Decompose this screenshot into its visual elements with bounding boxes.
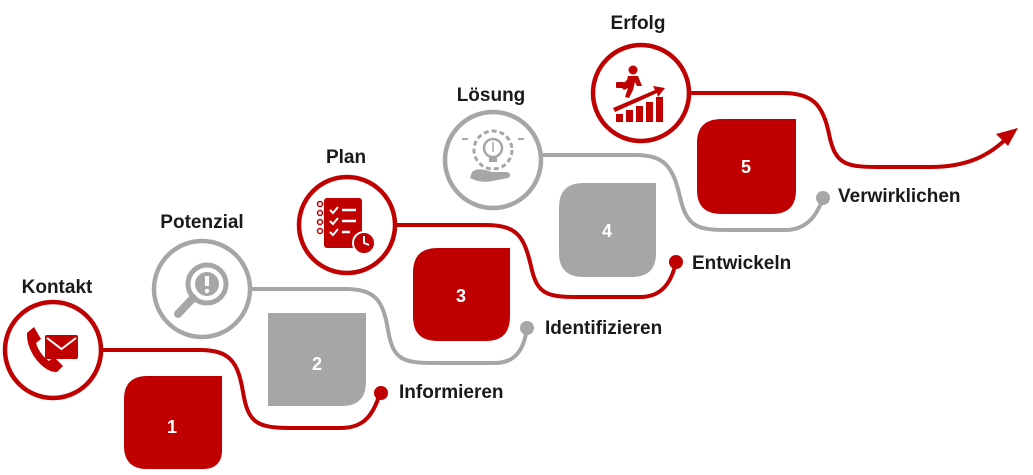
- step-icon-4: [442, 109, 544, 211]
- step-number-1: 1: [167, 417, 177, 437]
- step-shape-1: [124, 376, 222, 469]
- step-title-1: Kontakt: [22, 277, 93, 298]
- phone-mail-icon: [26, 327, 78, 373]
- step-number-5: 5: [741, 157, 751, 177]
- magnifier-alert-icon: [174, 262, 229, 318]
- step-number-2: 2: [312, 354, 322, 374]
- step-title-2: Potenzial: [160, 212, 243, 233]
- step-number-3: 3: [456, 286, 466, 306]
- step-shape-4: [559, 183, 656, 277]
- step-shape-3: [413, 248, 510, 341]
- step-shape-2: [268, 313, 366, 406]
- end-dot-4: [816, 191, 830, 205]
- connector-path-1: [103, 348, 382, 430]
- step-action-4: Verwirklichen: [838, 186, 961, 207]
- checklist-clock-icon: [316, 198, 376, 255]
- step-action-1: Informieren: [399, 382, 504, 403]
- end-dot-3: [669, 255, 683, 269]
- end-dot-2: [520, 321, 534, 335]
- step-title-4: Lösung: [457, 85, 526, 106]
- step-shape-5: [697, 119, 796, 214]
- step-title-3: Plan: [326, 147, 366, 168]
- step-icon-5: [590, 42, 692, 144]
- step-number-4: 4: [602, 221, 612, 241]
- lightbulb-gear-icon: [462, 129, 524, 182]
- success-growth-icon: [613, 65, 665, 122]
- connector-path-5: [691, 91, 1010, 169]
- step-title-5: Erfolg: [611, 13, 666, 34]
- arrow-head-icon: [996, 128, 1018, 146]
- connector-path-2: [252, 287, 529, 365]
- connector-path-3: [397, 223, 678, 299]
- step-icon-2: [151, 238, 253, 340]
- connector-path-4: [543, 153, 825, 232]
- step-action-3: Entwickeln: [692, 253, 791, 274]
- step-action-2: Identifizieren: [545, 318, 662, 339]
- step-icon-1: [2, 299, 104, 401]
- step-icon-3: [296, 174, 398, 276]
- end-dot-1: [374, 386, 388, 400]
